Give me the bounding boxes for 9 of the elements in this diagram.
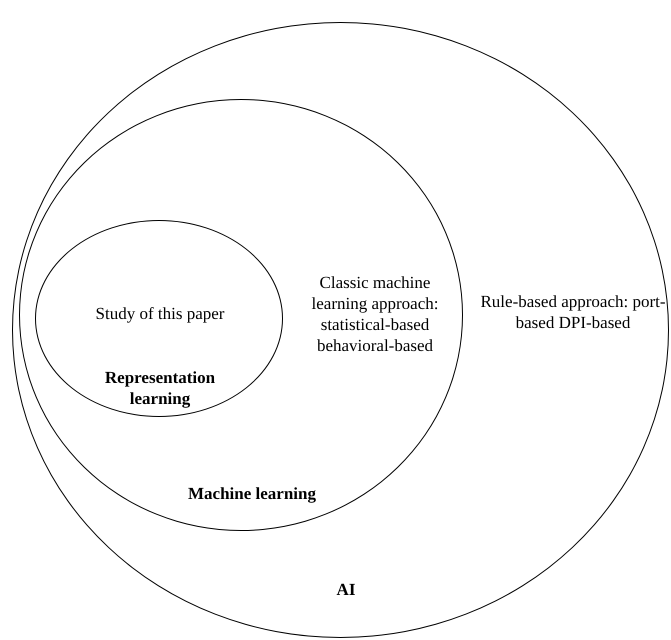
description-text: Rule-based approach: port-based DPI-based (479, 291, 667, 333)
set-label: Representation learning (104, 367, 216, 409)
set-label: Machine learning (187, 483, 317, 504)
set-ellipse (12, 22, 669, 638)
description-text: Study of this paper (94, 303, 226, 324)
set-ellipse (35, 220, 283, 417)
description-text: Classic machine learning approach: statistical-based behavioral-based (310, 272, 440, 356)
set-label: AI (336, 579, 356, 600)
set-ellipse (19, 99, 463, 531)
